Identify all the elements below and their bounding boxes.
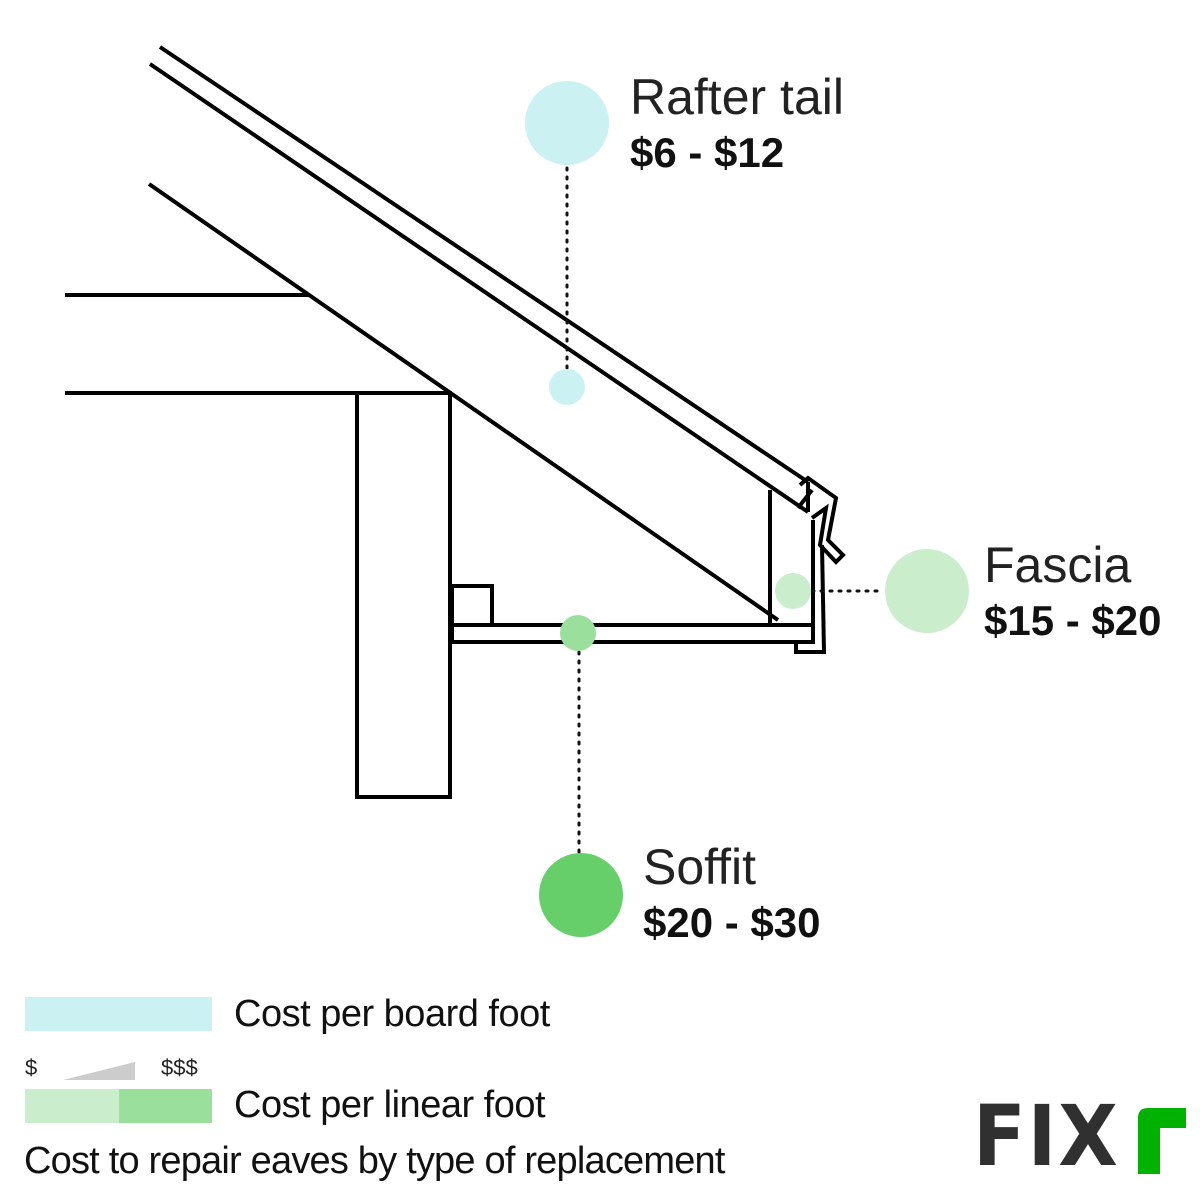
nailer-block: [450, 584, 494, 627]
roof-top-line: [158, 45, 810, 484]
soffit-dot: [539, 853, 623, 937]
roof-sheathing-line: [148, 62, 810, 514]
drip-edge: [798, 475, 846, 565]
rafter-tail-price: $6 - $12: [630, 129, 785, 176]
scale-low-label: $: [25, 1055, 38, 1080]
fascia-dot: [885, 549, 969, 633]
logo-text: FIX: [973, 1087, 1120, 1185]
board-foot-swatch: [25, 997, 212, 1031]
linear-foot-swatch-light: [25, 1089, 119, 1123]
wall-post: [355, 391, 452, 799]
rafter-tail-marker: [549, 369, 585, 405]
fascia-callout: Fascia $15 - $20: [984, 540, 1161, 642]
rafter-tail-name: Rafter tail: [630, 69, 844, 125]
fascia-price: $15 - $20: [984, 597, 1162, 644]
logo-r-glyph-icon: [1138, 1108, 1187, 1174]
board-foot-label: Cost per board foot: [234, 993, 550, 1035]
rafter-bottom-line: [147, 182, 780, 622]
fascia-marker: [775, 573, 811, 609]
linear-foot-label: Cost per linear foot: [234, 1084, 546, 1126]
linear-foot-swatch-dark: [119, 1089, 212, 1123]
scale-high-label: $$$: [161, 1055, 198, 1080]
soffit-price: $20 - $30: [643, 899, 821, 946]
fascia-name: Fascia: [984, 537, 1132, 593]
soffit-callout: Soffit $20 - $30: [643, 842, 820, 944]
roof-edge-cap-2: [796, 488, 814, 510]
rafter-tail-callout: Rafter tail $6 - $12: [630, 72, 844, 174]
rafter-tail-dot: [525, 81, 609, 165]
fixr-logo: FIX: [973, 1094, 1187, 1178]
soffit-board: [450, 623, 815, 644]
soffit-name: Soffit: [643, 839, 757, 895]
diagram-title: Cost to repair eaves by type of replacem…: [24, 1140, 725, 1182]
fascia-trim: [794, 544, 827, 654]
eave-cross-section-diagram: [65, 45, 969, 937]
soffit-marker: [560, 615, 596, 651]
scale-wedge-icon: [63, 1062, 135, 1080]
